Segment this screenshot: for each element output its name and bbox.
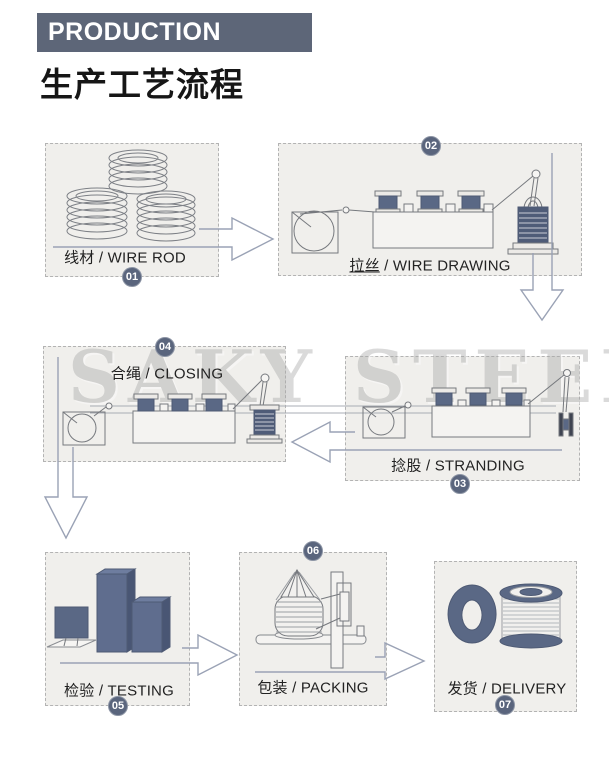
step-label-packing: 包装 / PACKING [257,677,368,698]
label-separator: / [141,365,155,383]
step-label-wire-drawing: 拉丝 / WIRE DRAWING [349,255,510,276]
label-separator: / [94,249,108,267]
step-label-en: DELIVERY [490,680,567,698]
step-label-en: PACKING [300,679,369,697]
label-separator: / [421,457,435,475]
step-label-en: CLOSING [154,365,224,383]
label-separator: / [94,682,108,700]
wire-drawing-link[interactable]: 拉丝 [349,257,380,275]
label-separator: / [379,257,393,275]
step-badge-07: 07 [495,695,515,715]
step-label-stranding: 捻股 / STRANDING [391,455,525,476]
step-label-en: TESTING [107,682,174,700]
step-label-en: WIRE DRAWING [392,257,511,275]
label-separator: / [477,680,491,698]
step-label-en: WIRE ROD [107,249,186,267]
step-badge-04: 04 [155,337,175,357]
step-label-testing: 检验 / TESTING [64,680,174,701]
step-badge-01: 01 [122,267,142,287]
step-label-zh: 线材 [64,249,95,267]
step-label-zh: 合绳 [110,365,142,383]
step-label-zh: 包装 [257,679,288,697]
step-label-closing: 合绳 / CLOSING [111,363,223,384]
step-label-zh: 检验 [64,682,95,700]
section-banner-label: PRODUCTION PROCESS [48,18,222,85]
step-badge-02: 02 [421,136,441,156]
step-label-wire-rod: 线材 / WIRE ROD [64,247,186,268]
step-label-zh: 捻股 [391,457,422,475]
step-label-en: STRANDING [434,457,525,475]
step-label-delivery: 发货 / DELIVERY [447,678,566,699]
step-label-zh: 发货 [447,680,478,698]
step-badge-06: 06 [303,541,323,561]
step-badge-05: 05 [108,696,128,716]
label-separator: / [287,679,301,697]
section-banner: PRODUCTION PROCESS [37,13,312,85]
step-badge-03: 03 [450,474,470,494]
page-title: 生产工艺流程 [40,66,244,103]
